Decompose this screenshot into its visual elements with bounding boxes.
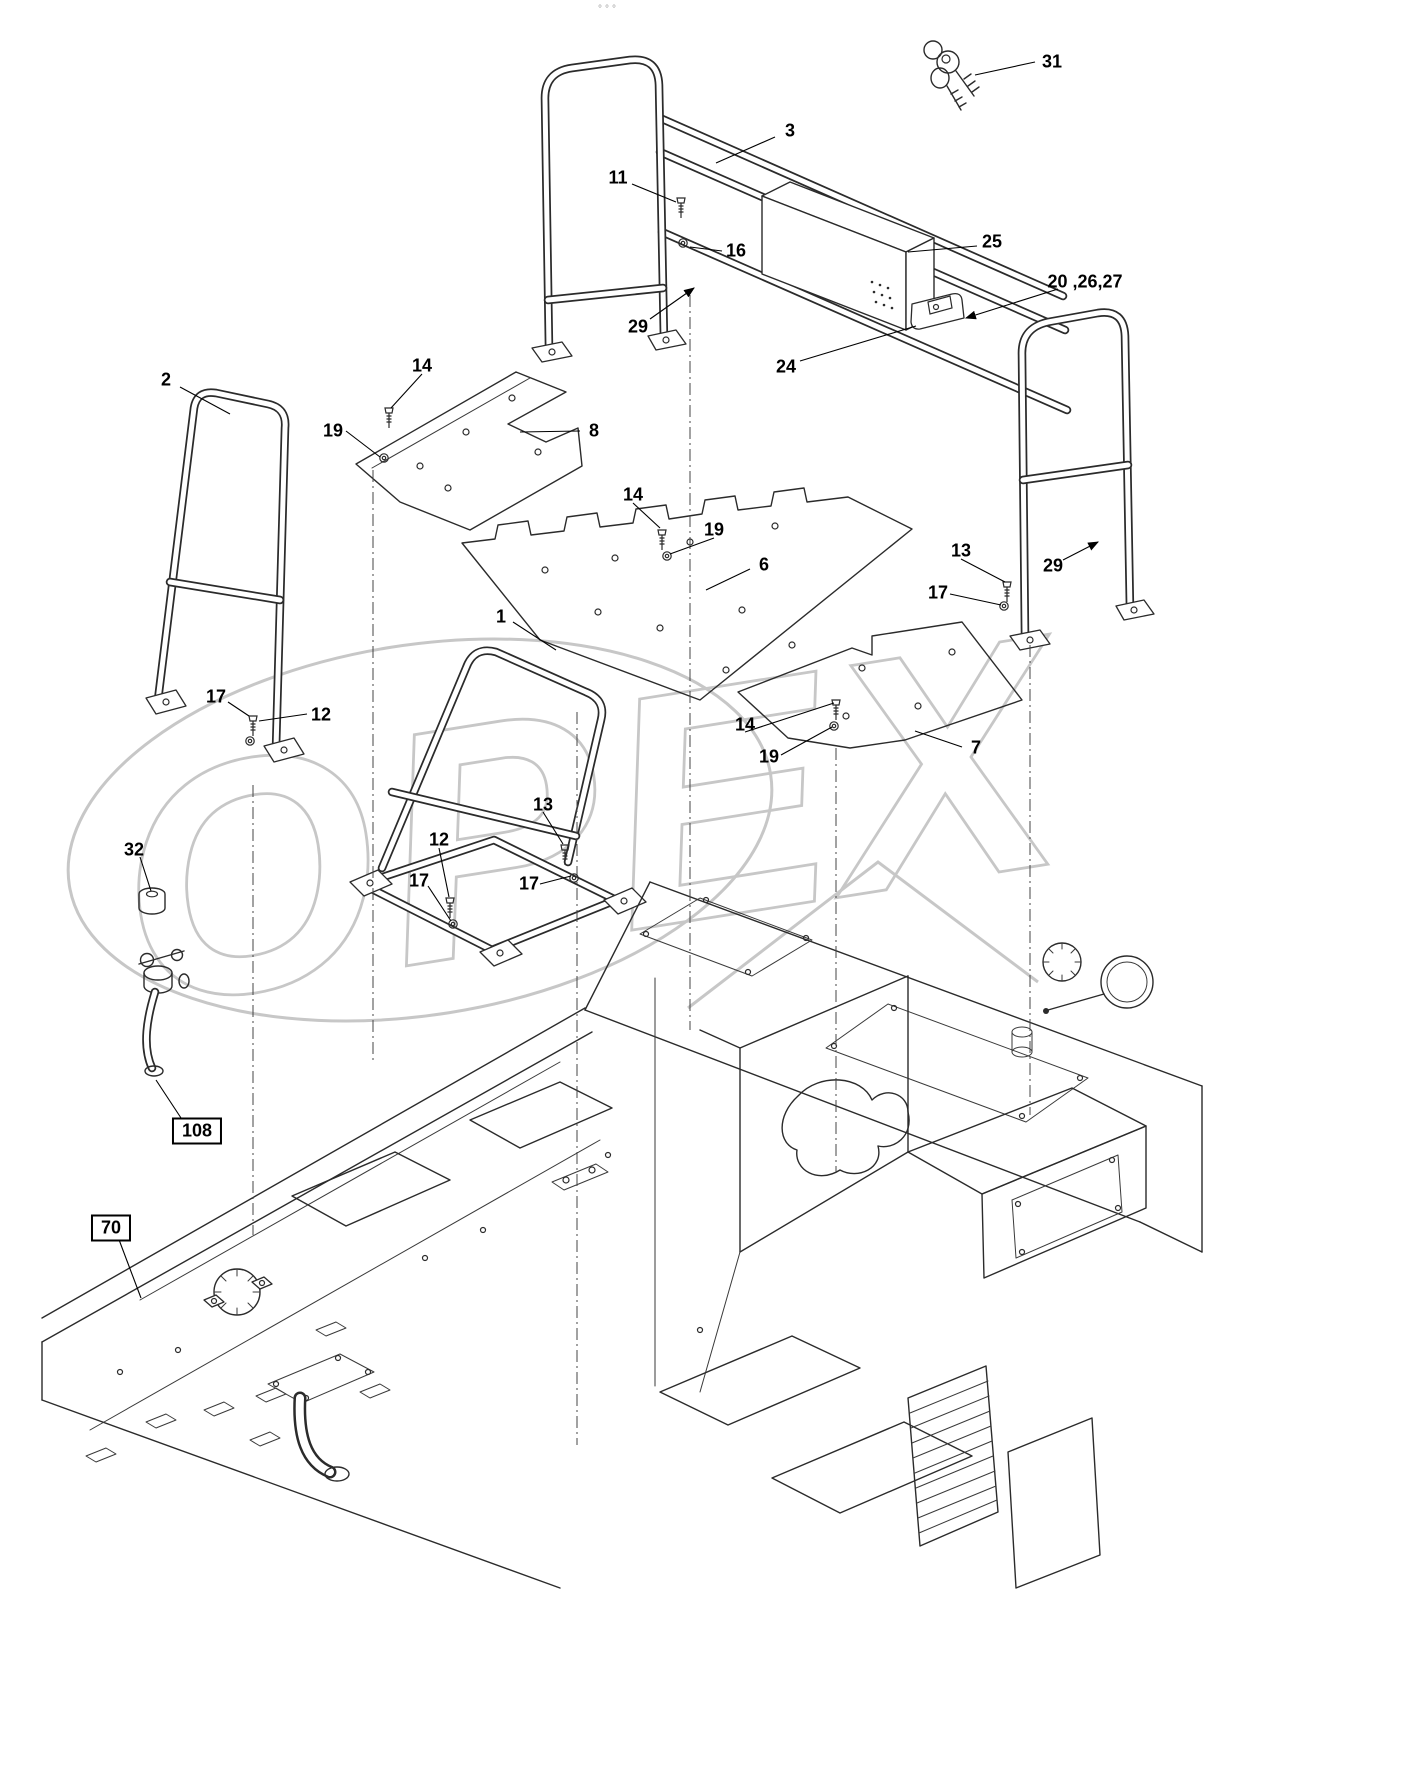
centerlines bbox=[252, 295, 1031, 1445]
watermark-text: OPEX bbox=[92, 563, 1096, 1077]
floor-plate-7 bbox=[737, 621, 1023, 749]
callout-29-b: 29 bbox=[1042, 555, 1064, 576]
callout-20-26-27: 20 ,26,27 bbox=[1047, 271, 1123, 292]
callout-3: 3 bbox=[784, 120, 796, 141]
floor-plate-8 bbox=[355, 371, 583, 531]
callout-17-c: 17 bbox=[408, 870, 430, 891]
callout-19-a: 19 bbox=[322, 420, 344, 441]
leader-lines bbox=[117, 61, 1099, 1299]
callout-8: 8 bbox=[588, 420, 600, 441]
callout-16: 16 bbox=[725, 240, 747, 261]
callout-14-a: 14 bbox=[411, 355, 433, 376]
key-icon bbox=[923, 40, 980, 111]
callout-17-a: 17 bbox=[927, 582, 949, 603]
callout-25: 25 bbox=[981, 231, 1003, 252]
watermark: OPEX bbox=[66, 562, 1098, 1079]
left-guard-rail bbox=[145, 388, 305, 763]
callout-17-b: 17 bbox=[205, 686, 227, 707]
callout-13-b: 13 bbox=[532, 794, 554, 815]
callout-19-c: 19 bbox=[758, 746, 780, 767]
callout-29-a: 29 bbox=[627, 316, 649, 337]
callout-12-b: 12 bbox=[428, 829, 450, 850]
grommet bbox=[138, 887, 166, 915]
machine-deck bbox=[41, 881, 1203, 1589]
floor-plate-6 bbox=[461, 487, 913, 701]
drain-valve bbox=[138, 948, 190, 1077]
latch-assembly bbox=[910, 292, 965, 330]
callout-1: 1 bbox=[495, 606, 507, 627]
callout-24: 24 bbox=[775, 356, 797, 377]
callout-14-b: 14 bbox=[622, 484, 644, 505]
callout-108: 108 bbox=[171, 1117, 223, 1145]
callout-2: 2 bbox=[160, 369, 172, 390]
callout-7: 7 bbox=[970, 737, 982, 758]
callout-13-a: 13 bbox=[950, 540, 972, 561]
page-top-mark: °°° bbox=[598, 4, 619, 15]
callout-11: 11 bbox=[608, 167, 628, 188]
callout-14-c: 14 bbox=[734, 714, 756, 735]
toolbox bbox=[761, 181, 935, 331]
callout-6: 6 bbox=[758, 554, 770, 575]
callout-70: 70 bbox=[90, 1214, 132, 1242]
callout-12-a: 12 bbox=[310, 704, 332, 725]
callout-31: 31 bbox=[1041, 51, 1063, 72]
front-guard-rail bbox=[349, 646, 647, 967]
callout-17-d: 17 bbox=[518, 873, 540, 894]
callout-32: 32 bbox=[123, 839, 145, 860]
callout-19-b: 19 bbox=[703, 519, 725, 540]
